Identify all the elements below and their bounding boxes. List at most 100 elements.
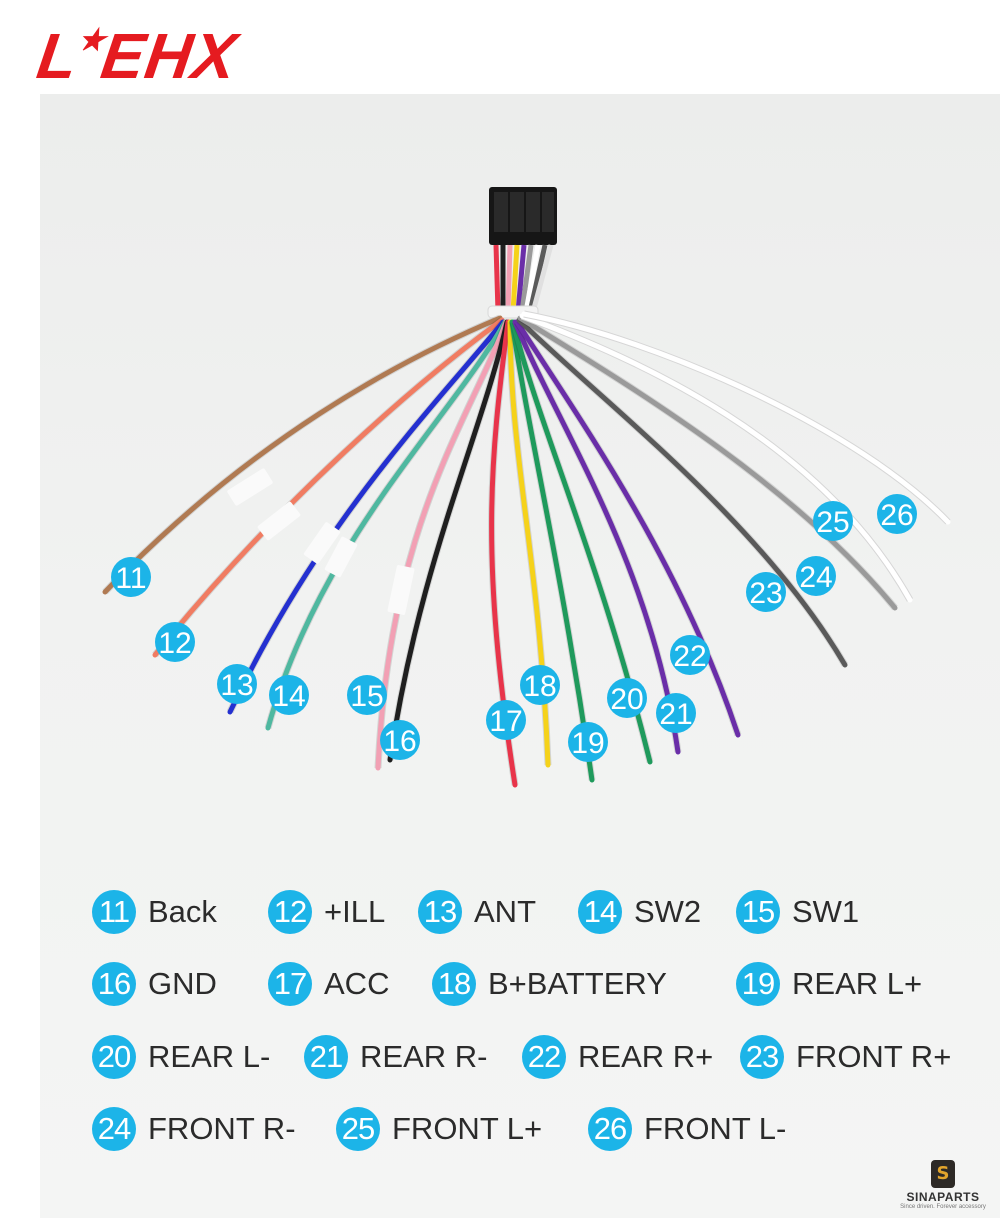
pin-badge-number: 13 [220, 669, 253, 702]
pin-badge-number: 14 [272, 680, 305, 713]
pin-badge-circle [813, 501, 853, 541]
pin-badge-number: 26 [880, 499, 913, 532]
pin-badge-circle [380, 720, 420, 760]
wire-17 [489, 319, 518, 788]
pin-badge-18: 18 [520, 665, 560, 705]
legend-pin-number: 16 [92, 962, 136, 1006]
wire-25 [519, 313, 913, 603]
pin-badge-20: 20 [607, 678, 647, 718]
legend-pin-label: ACC [324, 966, 390, 1001]
wire-16 [387, 319, 510, 763]
pin-badge-number: 24 [799, 561, 832, 594]
pin-badge-15: 15 [347, 675, 387, 715]
pin-badge-12: 12 [155, 622, 195, 662]
pin-badge-number: 12 [158, 627, 191, 660]
legend-pin-number: 13 [418, 890, 462, 934]
pin-badge-circle [796, 556, 836, 596]
legend-pin-label: FRONT R+ [796, 1039, 952, 1074]
pin-badge-number: 15 [350, 680, 383, 713]
pin-badge-11: 11 [111, 557, 151, 597]
legend-item-12: 12 +ILL [268, 889, 385, 935]
legend-pin-label: REAR L- [148, 1039, 271, 1074]
wire-19 [509, 319, 595, 783]
legend-item-26: 26 FRONT L- [588, 1106, 786, 1152]
legend-pin-number: 20 [92, 1035, 136, 1079]
legend-pin-label: FRONT L+ [392, 1111, 543, 1146]
legend-item-19: 19 REAR L+ [736, 961, 922, 1007]
legend-pin-label: SW1 [792, 894, 860, 929]
legend-pin-number: 15 [736, 890, 780, 934]
pin-badge-number: 17 [489, 705, 522, 738]
sinaparts-watermark: S SINAPARTS Since driven. Forever access… [898, 1160, 988, 1210]
legend-pin-number: 22 [522, 1035, 566, 1079]
pin-badge-22: 22 [670, 635, 710, 675]
wire-11 [102, 315, 503, 595]
wire-15 [375, 319, 509, 771]
legend-item-20: 20 REAR L- [92, 1034, 270, 1080]
legend-pin-number: 18 [432, 962, 476, 1006]
pin-badge-circle [746, 572, 786, 612]
wire-13 [227, 319, 506, 715]
legend-pin-label: FRONT L- [644, 1111, 787, 1146]
pin-badge-circle [568, 722, 608, 762]
pin-badge-number: 25 [816, 506, 849, 539]
pin-badge-circle [347, 675, 387, 715]
legend-pin-label: GND [148, 966, 217, 1001]
watermark-name: SINAPARTS [906, 1190, 980, 1204]
legend-item-14: 14 SW2 [578, 889, 701, 935]
wires [102, 310, 951, 788]
wire-23 [516, 317, 848, 668]
pin-badge-26: 26 [877, 494, 917, 534]
legend-item-23: 23 FRONT R+ [740, 1034, 951, 1080]
pin-badge-circle [607, 678, 647, 718]
wire-24-outline [518, 315, 898, 611]
pin-badge-21: 21 [656, 693, 696, 733]
connector-plug [487, 187, 557, 319]
legend-pin-label: SW2 [634, 894, 702, 929]
pin-badge-number: 20 [610, 683, 643, 716]
pin-badge-number: 16 [383, 725, 416, 758]
pin-badge-13: 13 [217, 664, 257, 704]
legend-pin-label: +ILL [324, 894, 386, 929]
pin-badge-number: 18 [523, 670, 556, 703]
legend-pin-number: 26 [588, 1107, 632, 1151]
wire-22 [514, 319, 741, 738]
pin-badge-23: 23 [746, 572, 786, 612]
wire-26 [521, 311, 951, 525]
pin-badge-17: 17 [486, 700, 526, 740]
legend-item-16: 16 GND [92, 961, 217, 1007]
wire-24 [517, 315, 898, 611]
legend-pin-label: Back [148, 894, 217, 929]
pin-badge-number: 19 [571, 727, 604, 760]
pin-badge-24: 24 [796, 556, 836, 596]
sinaparts-logo-icon: S [931, 1160, 955, 1188]
pin-badge-circle [217, 664, 257, 704]
pin-badge-25: 25 [813, 501, 853, 541]
legend-pin-number: 19 [736, 962, 780, 1006]
pin-badge-circle [877, 494, 917, 534]
watermark-tagline: Since driven. Forever accessory [900, 1204, 986, 1210]
pin-badge-19: 19 [568, 722, 608, 762]
legend-pin-number: 14 [578, 890, 622, 934]
pin-badge-circle [111, 557, 151, 597]
wire-14 [265, 319, 508, 731]
legend-pin-number: 12 [268, 890, 312, 934]
legend-pin-label: FRONT R- [148, 1111, 296, 1146]
pin-badge-14: 14 [269, 675, 309, 715]
wire-12 [152, 317, 505, 658]
legend-pin-label: REAR L+ [792, 966, 923, 1001]
legend-pin-number: 23 [740, 1035, 784, 1079]
legend-pin-label: REAR R- [360, 1039, 488, 1074]
legend-pin-number: 17 [268, 962, 312, 1006]
pin-badge-circle [155, 622, 195, 662]
